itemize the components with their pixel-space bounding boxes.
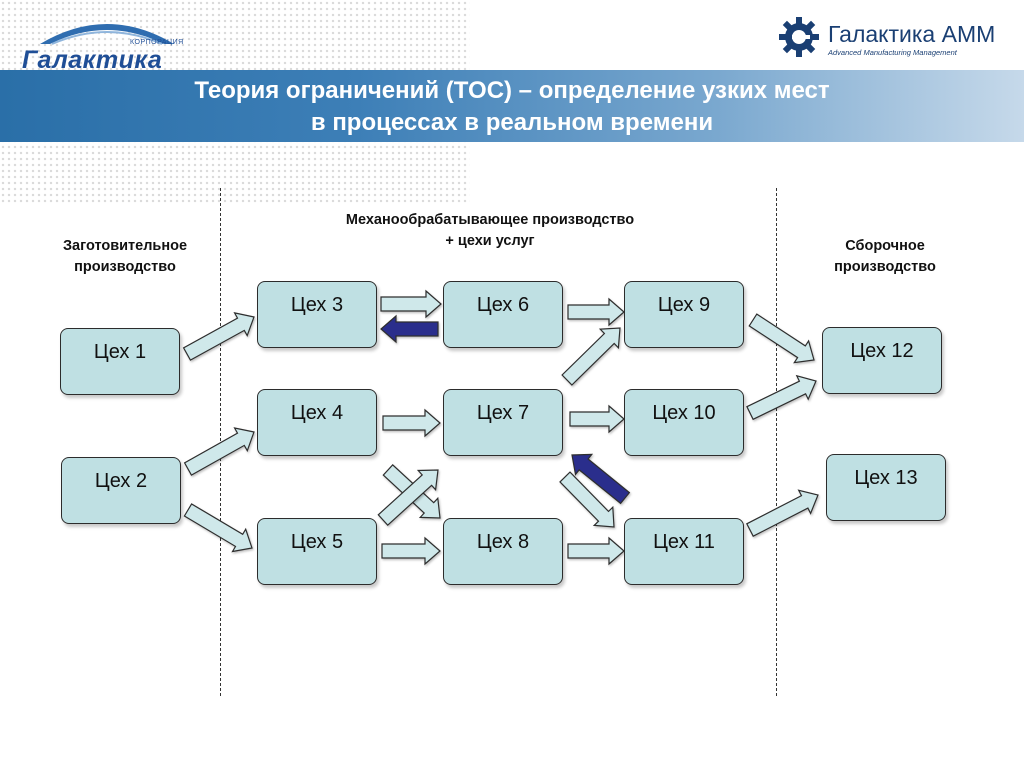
workshop-label: Цех 7 [476,402,530,424]
workshop-node-5[interactable]: Цех 5 [257,518,377,585]
section-divider-right [776,188,777,696]
workshop-node-4[interactable]: Цех 4 [257,389,377,456]
workshop-label: Цех 5 [290,531,344,553]
arrow-4-to-7 [382,408,441,438]
workshop-node-12[interactable]: Цех 12 [822,327,942,394]
arrow-9-to-12 [748,313,815,364]
arrow-2-to-4 [183,427,255,476]
arrow-3-to-6 [380,289,442,319]
galaktika-amm-logo: Галактика АММ Advanced Manufacturing Man… [778,16,1008,60]
workshop-node-8[interactable]: Цех 8 [443,518,563,585]
workshop-label: Цех 6 [476,294,530,316]
logo-corporation-label: КОРПОРАЦИЯ [130,39,184,46]
workshop-node-3[interactable]: Цех 3 [257,281,377,348]
logo-amm-name: Галактика АММ [828,21,996,47]
arrow-11-to-13 [745,489,819,538]
workshop-node-13[interactable]: Цех 13 [826,454,946,521]
arrow-8-to-11 [567,536,625,566]
title-banner: Теория ограничений (TOC) – определение у… [0,70,1024,142]
logo-arc-icon [40,24,174,45]
workshop-node-10[interactable]: Цех 10 [624,389,744,456]
workshop-label: Цех 13 [854,467,918,489]
workshop-label: Цех 11 [653,531,715,553]
arrow-7-to-9 [561,327,621,386]
workshop-node-6[interactable]: Цех 6 [443,281,563,348]
page-title-line1: Теория ограничений (TOC) – определение у… [194,77,830,104]
logo-wordmark: Галактика [22,46,163,74]
galaktika-logo: КОРПОРАЦИЯ Галактика [22,12,192,74]
workshop-node-2[interactable]: Цех 2 [61,457,181,524]
arrow-10-to-12 [746,374,817,421]
arrow-6-to-3 [380,314,439,344]
page-title-line2: в процессах в реальном времени [310,109,714,136]
workshop-label: Цех 3 [290,294,344,316]
workshop-node-1[interactable]: Цех 1 [60,328,180,395]
gear-icon [779,17,819,57]
workshop-label: Цех 2 [94,470,148,492]
workshop-label: Цех 12 [850,340,914,362]
section-label-blanking: Заготовительное производство [62,238,188,275]
workshop-label: Цех 8 [476,531,530,553]
workshop-node-9[interactable]: Цех 9 [624,281,744,348]
arrow-1-to-3 [182,312,255,361]
arrow-11-to-7 [571,453,631,505]
workshop-node-11[interactable]: Цех 11 [624,518,744,585]
arrow-2-to-5 [183,503,253,553]
section-label-machining: Механообрабатывающее производство + цехи… [345,212,635,249]
workshop-label: Цех 9 [657,294,711,316]
section-divider-left [220,188,221,696]
arrow-7-to-10 [569,404,625,434]
section-label-assembly: Сборочное производство [834,238,936,275]
arrow-5-to-8 [381,536,441,566]
workshop-label: Цех 4 [290,402,344,424]
arrow-7-to-11 [559,471,615,528]
workshop-node-7[interactable]: Цех 7 [443,389,563,456]
arrow-6-to-9 [567,297,625,327]
logo-amm-subtitle: Advanced Manufacturing Management [828,48,957,57]
workshop-label: Цех 10 [652,402,716,424]
arrow-5-to-7 [377,469,439,527]
workshop-label: Цех 1 [93,341,147,363]
